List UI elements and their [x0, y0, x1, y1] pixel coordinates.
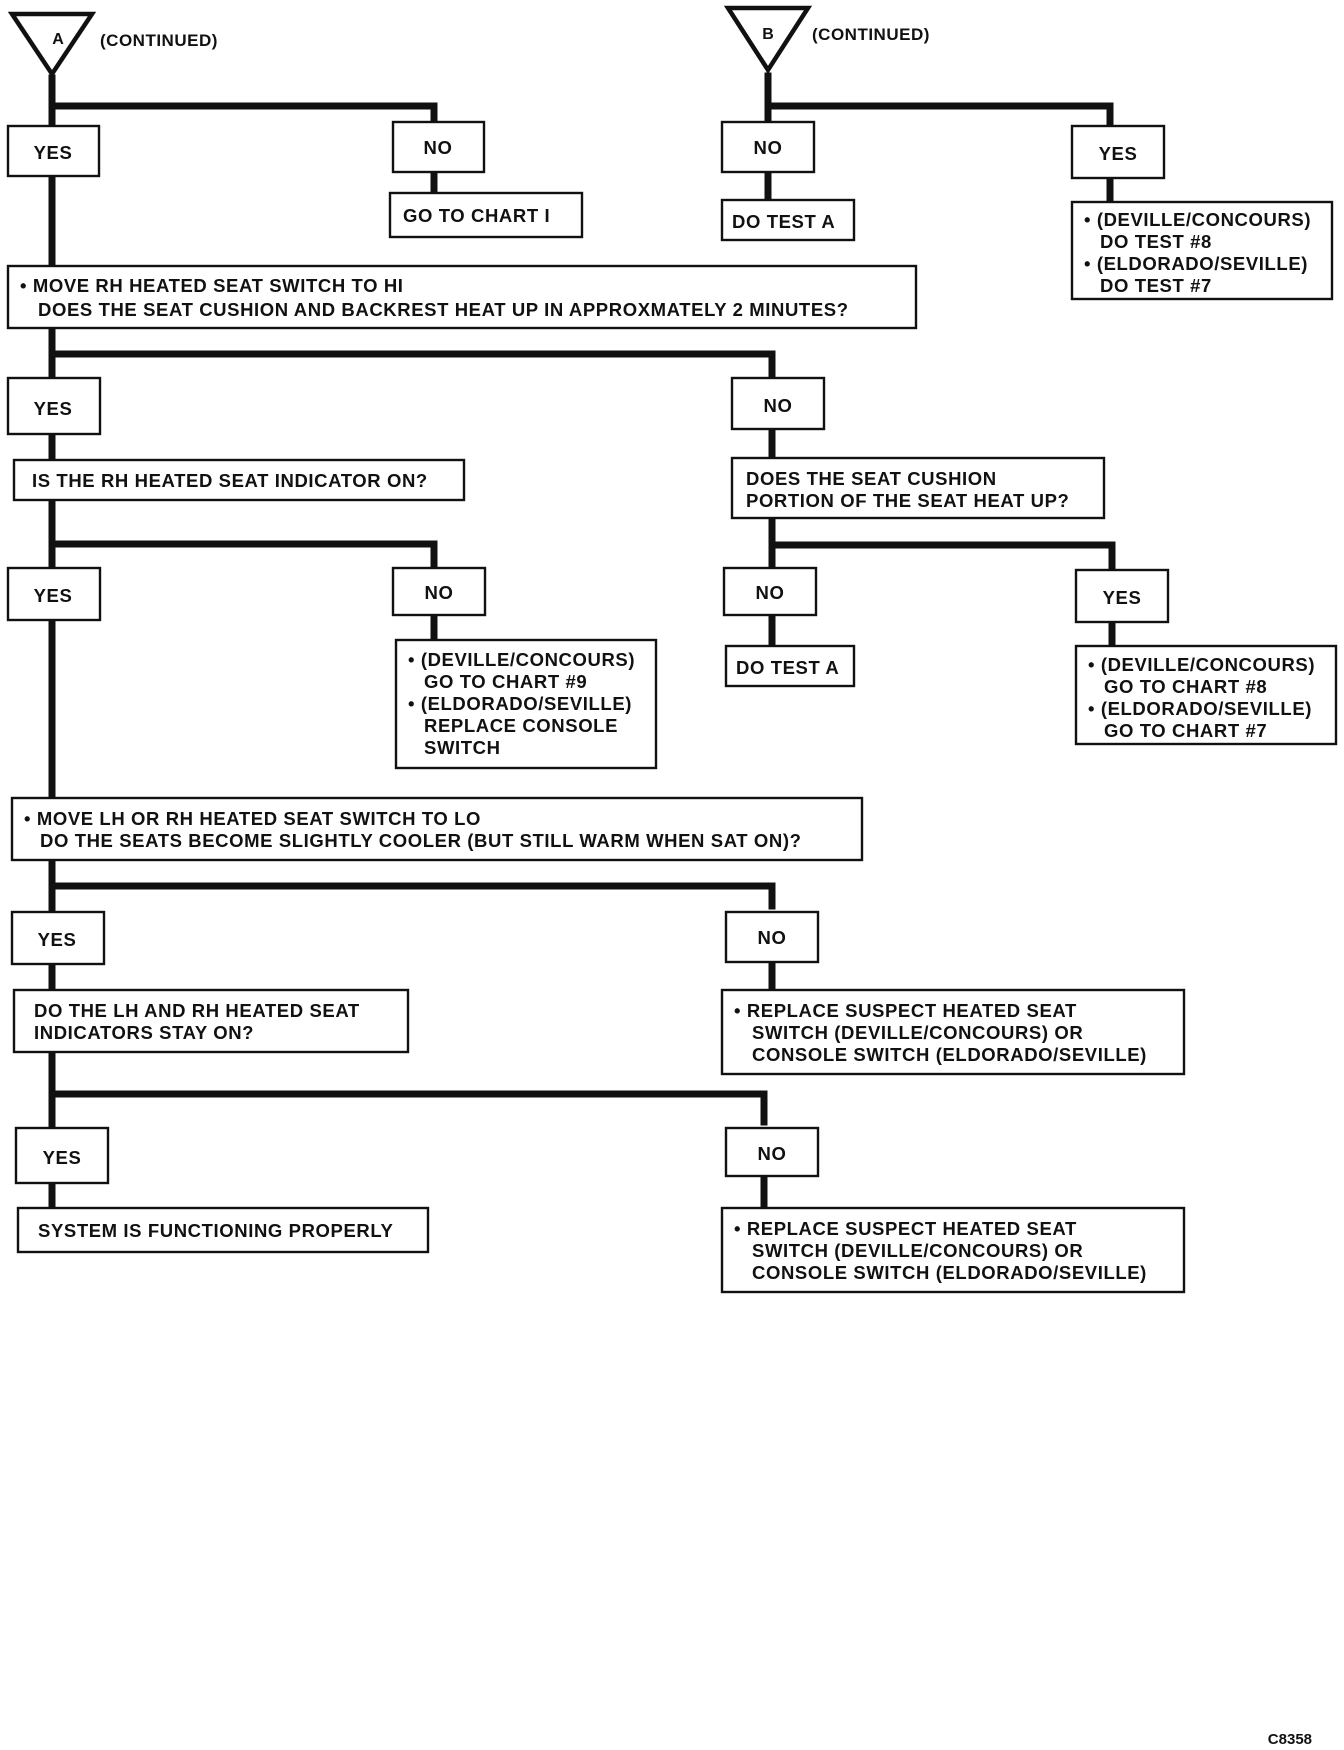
a-step2-question-box: • MOVE RH HEATED SEAT SWITCH TO HI DOES … [6, 264, 918, 330]
line-a-split-3b [768, 541, 1116, 572]
a-step4-question-line2: DO THE SEATS BECOME SLIGHTLY COOLER (BUT… [40, 830, 802, 851]
connector-b-caption: (CONTINUED) [812, 25, 930, 44]
connector-a: A (CONTINUED) [7, 11, 218, 79]
b-no-box: NO [720, 120, 816, 174]
a-step5-no-action-line2: SWITCH (DEVILLE/CONCOURS) OR [752, 1240, 1083, 1261]
a-step3b-no-action-text: DO TEST A [736, 657, 839, 678]
a-step5-no-action-box: • REPLACE SUSPECT HEATED SEAT SWITCH (DE… [720, 1206, 1186, 1294]
a-step5-no-box: NO [724, 1126, 820, 1178]
line-a-split-1 [48, 102, 438, 144]
a-step4-question-box: • MOVE LH OR RH HEATED SEAT SWITCH TO LO… [10, 796, 864, 862]
a-step4-no-action-box: • REPLACE SUSPECT HEATED SEAT SWITCH (DE… [720, 988, 1186, 1076]
a-step3b-yes-action-line1: • (DEVILLE/CONCOURS) [1088, 654, 1315, 675]
a-step2-question-line1: • MOVE RH HEATED SEAT SWITCH TO HI [20, 275, 404, 296]
line-a-split-4 [48, 882, 776, 910]
a-step2-yes-box: YES [6, 376, 102, 436]
b-yes-box: YES [1070, 124, 1166, 180]
a-step4-no-label: NO [758, 927, 787, 948]
connector-b-label: B [762, 26, 774, 43]
a-step3b-yes-action-line2: GO TO CHART #8 [1104, 676, 1267, 697]
connector-a-caption: (CONTINUED) [100, 31, 218, 50]
a-step1-no-label: NO [424, 137, 453, 158]
a-step1-no-action-box: GO TO CHART I [388, 191, 584, 239]
a-step3b-no-box: NO [722, 566, 818, 617]
b-yes-action-line3: • (ELDORADO/SEVILLE) [1084, 253, 1308, 274]
a-step4-question-line1: • MOVE LH OR RH HEATED SEAT SWITCH TO LO [24, 808, 481, 829]
connector-a-label: A [52, 31, 64, 48]
a-step3-question-box: IS THE RH HEATED SEAT INDICATOR ON? [12, 458, 466, 502]
a-step3b-yes-action-box: • (DEVILLE/CONCOURS) GO TO CHART #8 • (E… [1074, 644, 1338, 746]
a-step5-no-action-line1: • REPLACE SUSPECT HEATED SEAT [734, 1218, 1077, 1239]
a-step1-yes-label: YES [34, 142, 73, 163]
b-yes-action-line4: DO TEST #7 [1100, 275, 1212, 296]
a-step4-no-action-line1: • REPLACE SUSPECT HEATED SEAT [734, 1000, 1077, 1021]
a-step3-no-action-line3: • (ELDORADO/SEVILLE) [408, 693, 632, 714]
a-step2-question-line2: DOES THE SEAT CUSHION AND BACKREST HEAT … [38, 299, 849, 320]
a-step4-no-action-line2: SWITCH (DEVILLE/CONCOURS) OR [752, 1022, 1083, 1043]
a-step5-yes-action-text: SYSTEM IS FUNCTIONING PROPERLY [38, 1220, 394, 1241]
b-no-action-box: DO TEST A [720, 198, 856, 242]
a-step5-question-box: DO THE LH AND RH HEATED SEAT INDICATORS … [12, 988, 410, 1054]
a-step3-yes-box: YES [6, 566, 102, 622]
connector-a-triangle [7, 11, 97, 79]
a-step3b-yes-action-line4: GO TO CHART #7 [1104, 720, 1267, 741]
a-step1-no-box: NO [391, 120, 486, 174]
b-yes-action-box: • (DEVILLE/CONCOURS) DO TEST #8 • (ELDOR… [1070, 200, 1334, 301]
a-step3-no-label: NO [425, 582, 454, 603]
a-step5-question-line2: INDICATORS STAY ON? [34, 1022, 254, 1043]
a-step3b-no-label: NO [756, 582, 785, 603]
a-step5-question-line1: DO THE LH AND RH HEATED SEAT [34, 1000, 360, 1021]
a-step3-no-action-box: • (DEVILLE/CONCOURS) GO TO CHART #9 • (E… [394, 638, 658, 770]
a-step3b-question-line1: DOES THE SEAT CUSHION [746, 468, 997, 489]
b-yes-action-line2: DO TEST #8 [1100, 231, 1212, 252]
b-yes-label: YES [1099, 143, 1138, 164]
line-b-split [764, 102, 1114, 144]
a-step3b-yes-label: YES [1103, 587, 1142, 608]
a-step3-question-text: IS THE RH HEATED SEAT INDICATOR ON? [32, 470, 428, 491]
a-step3-yes-label: YES [34, 585, 73, 606]
a-step2-no-box: NO [730, 376, 826, 431]
b-no-action-text: DO TEST A [732, 211, 835, 232]
a-step4-no-action-line3: CONSOLE SWITCH (ELDORADO/SEVILLE) [752, 1044, 1147, 1065]
a-step1-yes-box: YES [6, 124, 101, 178]
a-step5-yes-label: YES [43, 1147, 82, 1168]
a-step3-no-action-line5: SWITCH [424, 737, 501, 758]
a-step5-yes-box: YES [14, 1126, 110, 1185]
line-a-split-5 [48, 1090, 768, 1126]
a-step4-yes-box: YES [10, 910, 106, 966]
a-step3b-yes-box: YES [1074, 568, 1170, 624]
line-a-split-3 [48, 540, 438, 572]
a-step5-yes-action-box: SYSTEM IS FUNCTIONING PROPERLY [16, 1206, 430, 1254]
b-no-label: NO [754, 137, 783, 158]
a-step2-no-label: NO [764, 395, 793, 416]
figure-id: C8358 [1268, 1731, 1312, 1748]
a-step3-no-action-line1: • (DEVILLE/CONCOURS) [408, 649, 635, 670]
a-step5-no-action-line3: CONSOLE SWITCH (ELDORADO/SEVILLE) [752, 1262, 1147, 1283]
a-step5-no-label: NO [758, 1143, 787, 1164]
b-yes-action-line1: • (DEVILLE/CONCOURS) [1084, 209, 1311, 230]
a-step3b-yes-action-line3: • (ELDORADO/SEVILLE) [1088, 698, 1312, 719]
a-step3-no-action-line4: REPLACE CONSOLE [424, 715, 618, 736]
a-step3b-no-action-box: DO TEST A [724, 644, 856, 688]
line-a-split-2 [48, 350, 776, 382]
connector-lines [48, 72, 1116, 1212]
a-step3-no-action-line2: GO TO CHART #9 [424, 671, 587, 692]
connector-b: B (CONTINUED) [723, 5, 930, 75]
a-step3b-question-line2: PORTION OF THE SEAT HEAT UP? [746, 490, 1069, 511]
a-step2-yes-label: YES [34, 398, 73, 419]
a-step4-no-box: NO [724, 910, 820, 964]
a-step3b-question-box: DOES THE SEAT CUSHION PORTION OF THE SEA… [730, 456, 1106, 520]
a-step1-no-action-text: GO TO CHART I [403, 205, 550, 226]
a-step3-no-box: NO [391, 566, 487, 617]
connector-b-triangle [723, 5, 813, 75]
a-step4-yes-label: YES [38, 929, 77, 950]
